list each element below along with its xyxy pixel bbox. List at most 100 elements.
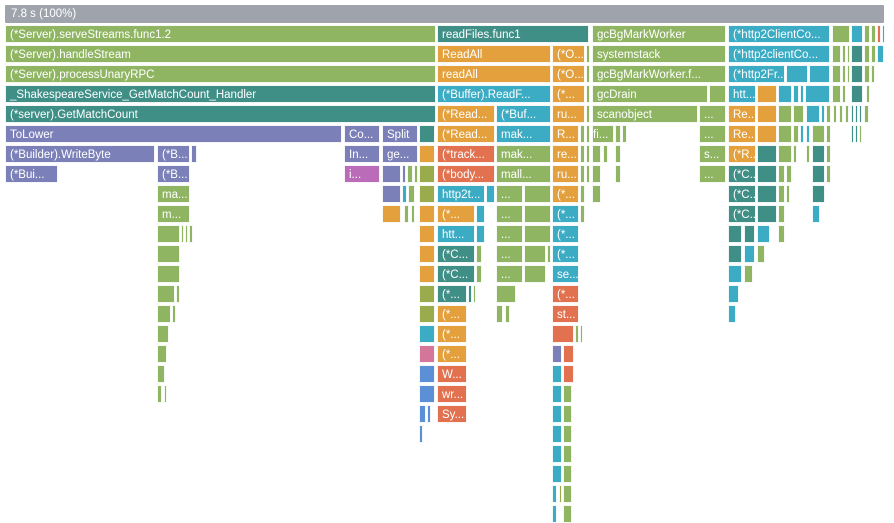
flame-frame-unlabeled[interactable] [757,165,777,183]
flame-frame-unlabeled[interactable] [176,285,180,303]
flame-frame-unlabeled[interactable] [778,145,792,163]
flame-frame-unlabeled[interactable] [847,65,850,83]
flame-frame[interactable]: (*Read... [437,105,495,123]
flame-frame-unlabeled[interactable] [864,105,869,123]
flame-frame[interactable]: (*Server).processUnaryRPC [5,65,436,83]
flame-frame-unlabeled[interactable] [411,205,415,223]
flame-frame-unlabeled[interactable] [552,445,562,463]
flame-frame-unlabeled[interactable] [757,245,765,263]
flame-frame-unlabeled[interactable] [622,125,627,143]
flame-frame-unlabeled[interactable] [832,45,841,63]
flame-frame-unlabeled[interactable] [580,185,585,203]
flame-frame-unlabeled[interactable] [552,485,557,503]
flame-frame-unlabeled[interactable] [563,405,572,423]
flame-frame-unlabeled[interactable] [427,405,431,423]
flame-frame[interactable]: gcBgMarkWorker.f... [592,65,726,83]
flame-frame[interactable]: (*Server).handleStream [5,45,436,63]
flame-frame[interactable]: (*R... [728,145,756,163]
flame-frame[interactable]: gcDrain [592,85,708,103]
flame-frame[interactable]: Re... [728,105,756,123]
flame-frame-unlabeled[interactable] [486,185,495,203]
flame-frame-unlabeled[interactable] [157,345,167,363]
flame-frame[interactable]: m... [157,205,190,223]
flame-frame[interactable]: (*... [552,245,579,263]
flame-frame-unlabeled[interactable] [871,65,875,83]
flame-frame-unlabeled[interactable] [728,225,742,243]
flame-frame-unlabeled[interactable] [778,205,785,223]
flame-frame-unlabeled[interactable] [592,145,601,163]
flame-frame-unlabeled[interactable] [473,285,476,303]
flame-frame[interactable]: ... [496,205,523,223]
flame-frame[interactable]: (*server).GetMatchCount [5,105,436,123]
flame-frame-unlabeled[interactable] [793,105,804,123]
flame-frame[interactable]: (*O... [552,65,585,83]
flame-frame[interactable]: (*track... [437,145,495,163]
flame-frame[interactable]: (*Server).serveStreams.func1.2 [5,25,436,43]
flame-frame-unlabeled[interactable] [524,205,551,223]
flame-frame-unlabeled[interactable] [855,105,858,123]
flame-frame[interactable]: mak... [496,125,551,143]
flame-frame-unlabeled[interactable] [845,105,849,123]
flame-frame[interactable]: ToLower [5,125,342,143]
flame-frame-unlabeled[interactable] [402,165,406,183]
flame-frame[interactable]: (*O... [552,45,585,63]
flame-frame-unlabeled[interactable] [806,145,810,163]
flame-frame-unlabeled[interactable] [505,305,510,323]
flame-frame-unlabeled[interactable] [524,185,551,203]
flame-frame-unlabeled[interactable] [419,345,435,363]
flame-frame-unlabeled[interactable] [832,65,841,83]
flame-frame[interactable]: ru... [552,105,585,123]
flame-frame-unlabeled[interactable] [404,205,409,223]
flame-frame-unlabeled[interactable] [563,365,574,383]
flame-frame-unlabeled[interactable] [419,365,435,383]
flame-frame[interactable]: (*... [552,285,579,303]
flame-frame-unlabeled[interactable] [842,65,846,83]
flame-frame-unlabeled[interactable] [757,125,777,143]
flame-frame[interactable]: s... [699,145,726,163]
flame-frame-unlabeled[interactable] [842,85,846,103]
flame-frame-unlabeled[interactable] [524,225,551,243]
flame-frame-unlabeled[interactable] [191,145,197,163]
flame-frame-unlabeled[interactable] [419,305,435,323]
flame-frame[interactable]: (*Read... [437,125,495,143]
flame-frame-unlabeled[interactable] [744,225,755,243]
flame-frame[interactable]: ... [699,165,726,183]
flame-frame[interactable]: (*Buf... [496,105,551,123]
flame-frame-unlabeled[interactable] [419,145,435,163]
flame-frame-unlabeled[interactable] [580,125,585,143]
flame-frame-unlabeled[interactable] [839,105,843,123]
flame-frame-unlabeled[interactable] [476,205,485,223]
flame-frame-unlabeled[interactable] [164,385,167,403]
flame-frame-unlabeled[interactable] [744,265,753,283]
flame-frame-unlabeled[interactable] [419,285,435,303]
flame-frame[interactable]: (*body... [437,165,495,183]
flame-frame-unlabeled[interactable] [419,405,426,423]
flame-frame-unlabeled[interactable] [851,105,854,123]
flame-frame[interactable]: (*C... [728,205,756,223]
flame-frame[interactable]: (*... [437,205,475,223]
flame-frame-unlabeled[interactable] [563,425,572,443]
flame-frame-unlabeled[interactable] [563,385,572,403]
flame-frame-unlabeled[interactable] [586,85,590,103]
flame-frame[interactable]: systemstack [592,45,726,63]
flame-frame-unlabeled[interactable] [419,385,435,403]
flame-frame[interactable]: (*C... [728,185,756,203]
flame-frame[interactable]: mall... [496,165,551,183]
flame-frame-unlabeled[interactable] [757,225,770,243]
flame-frame[interactable]: _ShakespeareService_GetMatchCount_Handle… [5,85,436,103]
flame-frame-unlabeled[interactable] [778,165,785,183]
flame-frame-unlabeled[interactable] [757,185,777,203]
flame-frame-unlabeled[interactable] [189,225,193,243]
flame-frame-unlabeled[interactable] [185,225,188,243]
flame-frame[interactable]: (*Builder).WriteByte [5,145,155,163]
flame-frame-unlabeled[interactable] [592,185,601,203]
flame-frame-unlabeled[interactable] [812,185,825,203]
flame-frame-unlabeled[interactable] [580,145,585,163]
flame-frame[interactable]: (*B... [157,145,190,163]
flame-frame-unlabeled[interactable] [778,85,792,103]
flame-frame-unlabeled[interactable] [419,265,435,283]
flame-frame-unlabeled[interactable] [552,465,562,483]
flame-frame-unlabeled[interactable] [877,45,884,63]
flame-frame-unlabeled[interactable] [812,165,825,183]
flame-frame[interactable]: htt... [728,85,756,103]
